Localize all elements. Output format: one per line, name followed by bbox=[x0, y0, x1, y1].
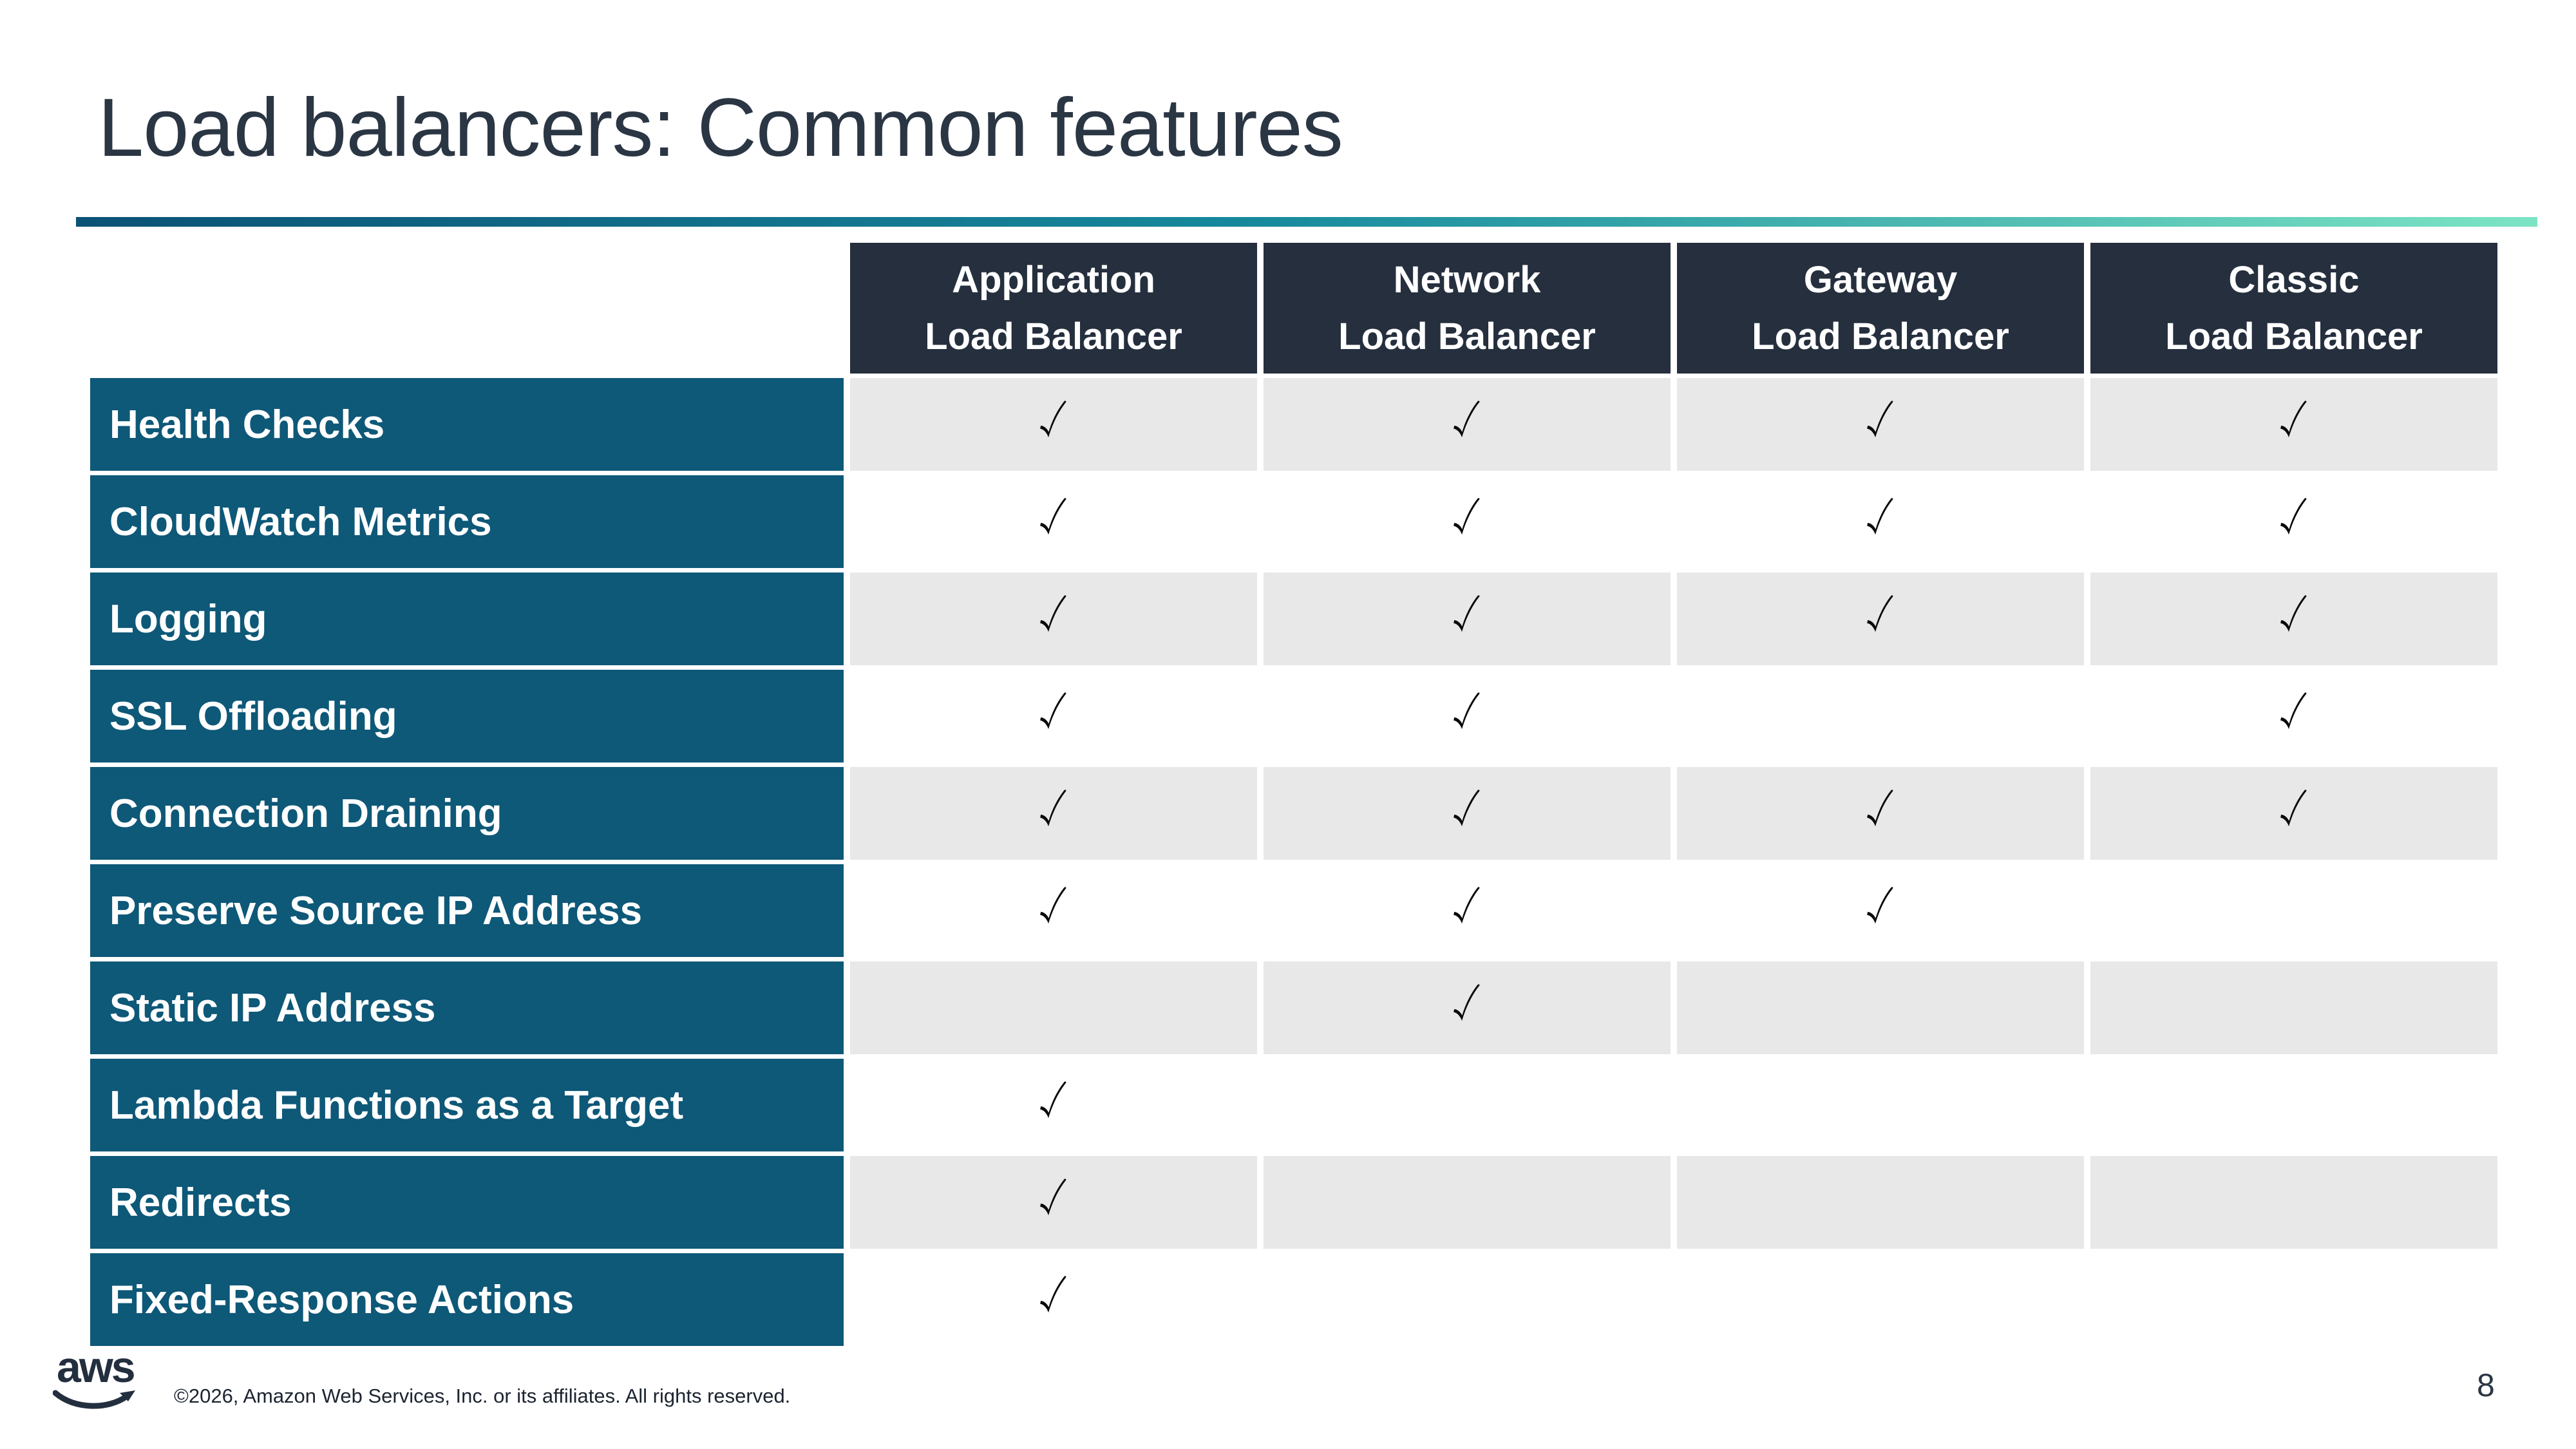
check-mark-icon bbox=[1867, 790, 1893, 827]
feature-check-cell bbox=[2090, 475, 2497, 568]
feature-empty-cell bbox=[1264, 1059, 1671, 1151]
feature-check-cell bbox=[1264, 961, 1671, 1054]
feature-label-cell: Static IP Address bbox=[90, 961, 844, 1054]
check-mark-icon bbox=[1040, 498, 1066, 535]
column-header-line2: Load Balancer bbox=[1338, 315, 1596, 357]
feature-check-cell bbox=[1677, 378, 2084, 471]
column-header-line1: Classic bbox=[2228, 258, 2360, 301]
column-header-line2: Load Balancer bbox=[2165, 315, 2423, 357]
feature-label-cell: Logging bbox=[90, 573, 844, 665]
feature-check-cell bbox=[1264, 378, 1671, 471]
feature-check-cell bbox=[850, 767, 1257, 860]
feature-check-cell bbox=[850, 1156, 1257, 1249]
check-mark-icon bbox=[2280, 498, 2307, 535]
feature-empty-cell bbox=[850, 961, 1257, 1054]
feature-check-cell bbox=[1677, 475, 2084, 568]
check-mark-icon bbox=[1040, 790, 1066, 827]
column-header-network-load-balancer: Network Load Balancer bbox=[1264, 243, 1671, 374]
aws-logo: aws bbox=[53, 1343, 143, 1413]
feature-label-cell: Health Checks bbox=[90, 378, 844, 471]
check-mark-icon bbox=[1867, 887, 1893, 924]
feature-label-cell: Lambda Functions as a Target bbox=[90, 1059, 844, 1151]
check-mark-icon bbox=[1040, 1179, 1066, 1216]
check-mark-icon bbox=[2280, 595, 2307, 632]
check-mark-icon bbox=[2280, 401, 2307, 438]
check-mark-icon bbox=[1867, 498, 1893, 535]
feature-check-cell bbox=[850, 1253, 1257, 1346]
feature-label-cell: Preserve Source IP Address bbox=[90, 864, 844, 957]
feature-empty-cell bbox=[1677, 961, 2084, 1054]
feature-label-cell: SSL Offloading bbox=[90, 670, 844, 762]
feature-check-cell bbox=[850, 864, 1257, 957]
feature-check-cell bbox=[850, 378, 1257, 471]
page-number: 8 bbox=[2477, 1367, 2495, 1403]
check-mark-icon bbox=[1040, 1276, 1066, 1313]
feature-check-cell bbox=[1677, 573, 2084, 665]
feature-comparison-table: Application Load Balancer Network Load B… bbox=[90, 243, 2497, 1346]
check-mark-icon bbox=[1454, 790, 1480, 827]
feature-check-cell bbox=[2090, 573, 2497, 665]
feature-empty-cell bbox=[2090, 864, 2497, 957]
feature-empty-cell bbox=[2090, 1253, 2497, 1346]
check-mark-icon bbox=[1454, 401, 1480, 438]
feature-label-cell: Redirects bbox=[90, 1156, 844, 1249]
feature-check-cell bbox=[1264, 475, 1671, 568]
check-mark-icon bbox=[1040, 692, 1066, 730]
feature-empty-cell bbox=[1264, 1156, 1671, 1249]
title-divider-bar bbox=[76, 217, 2537, 227]
feature-check-cell bbox=[1264, 670, 1671, 762]
aws-logo-text: aws bbox=[57, 1343, 136, 1392]
aws-smile-arrow-icon bbox=[53, 1390, 135, 1410]
column-header-line1: Network bbox=[1393, 258, 1541, 301]
feature-label-cell: Fixed-Response Actions bbox=[90, 1253, 844, 1346]
check-mark-icon bbox=[1454, 887, 1480, 924]
table-corner-spacer bbox=[90, 243, 844, 374]
feature-check-cell bbox=[2090, 378, 2497, 471]
check-mark-icon bbox=[1040, 595, 1066, 632]
check-mark-icon bbox=[1454, 692, 1480, 730]
column-header-gateway-load-balancer: Gateway Load Balancer bbox=[1677, 243, 2084, 374]
column-header-line2: Load Balancer bbox=[1752, 315, 2009, 357]
feature-check-cell bbox=[850, 670, 1257, 762]
feature-check-cell bbox=[1264, 767, 1671, 860]
check-mark-icon bbox=[1454, 595, 1480, 632]
feature-empty-cell bbox=[1677, 1059, 2084, 1151]
feature-empty-cell bbox=[2090, 1156, 2497, 1249]
feature-check-cell bbox=[2090, 767, 2497, 860]
check-mark-icon bbox=[2280, 790, 2307, 827]
check-mark-icon bbox=[2280, 692, 2307, 730]
column-header-line1: Gateway bbox=[1803, 258, 1958, 301]
feature-check-cell bbox=[1677, 864, 2084, 957]
feature-empty-cell bbox=[2090, 961, 2497, 1054]
feature-check-cell bbox=[1264, 573, 1671, 665]
slide-title: Load balancers: Common features bbox=[98, 82, 1343, 174]
column-header-line1: Application bbox=[952, 258, 1155, 301]
copyright-text: ©2026, Amazon Web Services, Inc. or its … bbox=[174, 1385, 791, 1407]
feature-check-cell bbox=[1264, 864, 1671, 957]
check-mark-icon bbox=[1454, 984, 1480, 1021]
check-mark-icon bbox=[1454, 498, 1480, 535]
check-mark-icon bbox=[1040, 887, 1066, 924]
check-mark-icon bbox=[1867, 595, 1893, 632]
feature-check-cell bbox=[1677, 767, 2084, 860]
check-mark-icon bbox=[1040, 1081, 1066, 1119]
check-mark-icon bbox=[1867, 401, 1893, 438]
check-mark-icon bbox=[1040, 401, 1066, 438]
column-header-application-load-balancer: Application Load Balancer bbox=[850, 243, 1257, 374]
feature-empty-cell bbox=[1677, 670, 2084, 762]
feature-check-cell bbox=[850, 573, 1257, 665]
feature-check-cell bbox=[850, 475, 1257, 568]
column-header-line2: Load Balancer bbox=[925, 315, 1182, 357]
feature-label-cell: Connection Draining bbox=[90, 767, 844, 860]
feature-empty-cell bbox=[1264, 1253, 1671, 1346]
feature-empty-cell bbox=[1677, 1253, 2084, 1346]
feature-label-cell: CloudWatch Metrics bbox=[90, 475, 844, 568]
feature-empty-cell bbox=[2090, 1059, 2497, 1151]
feature-empty-cell bbox=[1677, 1156, 2084, 1249]
column-header-classic-load-balancer: Classic Load Balancer bbox=[2090, 243, 2497, 374]
feature-check-cell bbox=[850, 1059, 1257, 1151]
feature-check-cell bbox=[2090, 670, 2497, 762]
